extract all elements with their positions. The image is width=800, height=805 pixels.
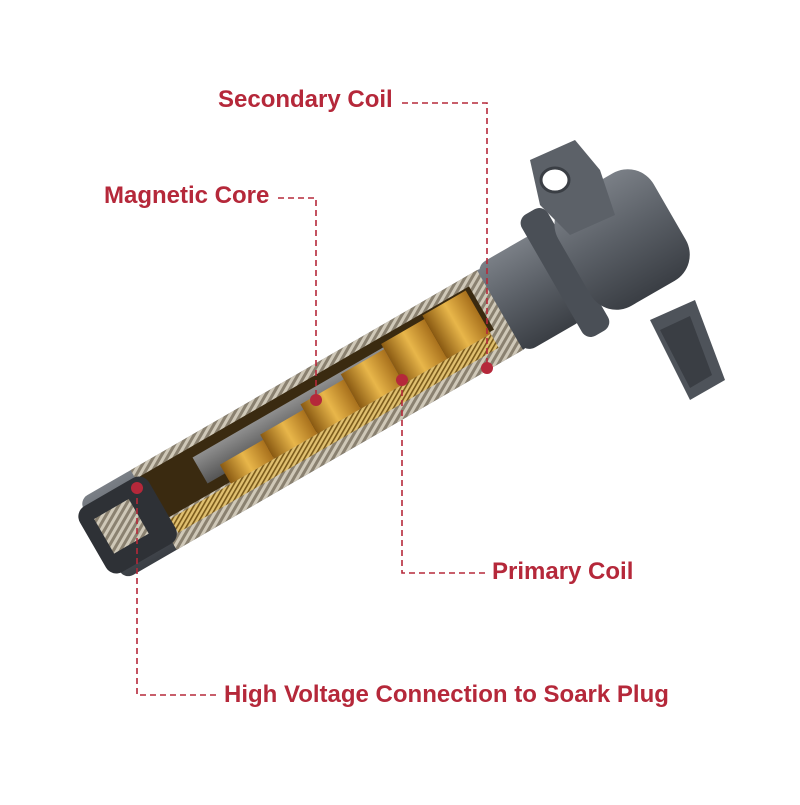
mounting-tab (530, 140, 615, 235)
leader-lines (136, 102, 488, 696)
label-high-voltage-connection: High Voltage Connection to Soark Plug (224, 681, 669, 708)
point-high-voltage (131, 482, 143, 494)
housing-neck (479, 236, 582, 349)
leader-secondary-coil (402, 102, 488, 368)
label-secondary-coil: Secondary Coil (218, 86, 393, 113)
tip-spring (94, 498, 149, 554)
leader-primary-coil (401, 380, 486, 574)
leader-magnetic-core (278, 197, 317, 400)
electrical-connector (650, 300, 725, 400)
point-primary-coil (396, 374, 408, 386)
leader-points (131, 362, 493, 494)
label-primary-coil: Primary Coil (492, 558, 634, 585)
label-magnetic-core: Magnetic Core (104, 182, 270, 209)
point-magnetic-core (310, 394, 322, 406)
coil-body (78, 169, 690, 577)
mounting-hole (539, 166, 571, 194)
leader-high-voltage (136, 488, 218, 696)
lower-copper-shell (170, 333, 499, 533)
housing-collar (520, 208, 610, 337)
primary-coil-steps (219, 290, 491, 484)
point-secondary-coil (481, 362, 493, 374)
